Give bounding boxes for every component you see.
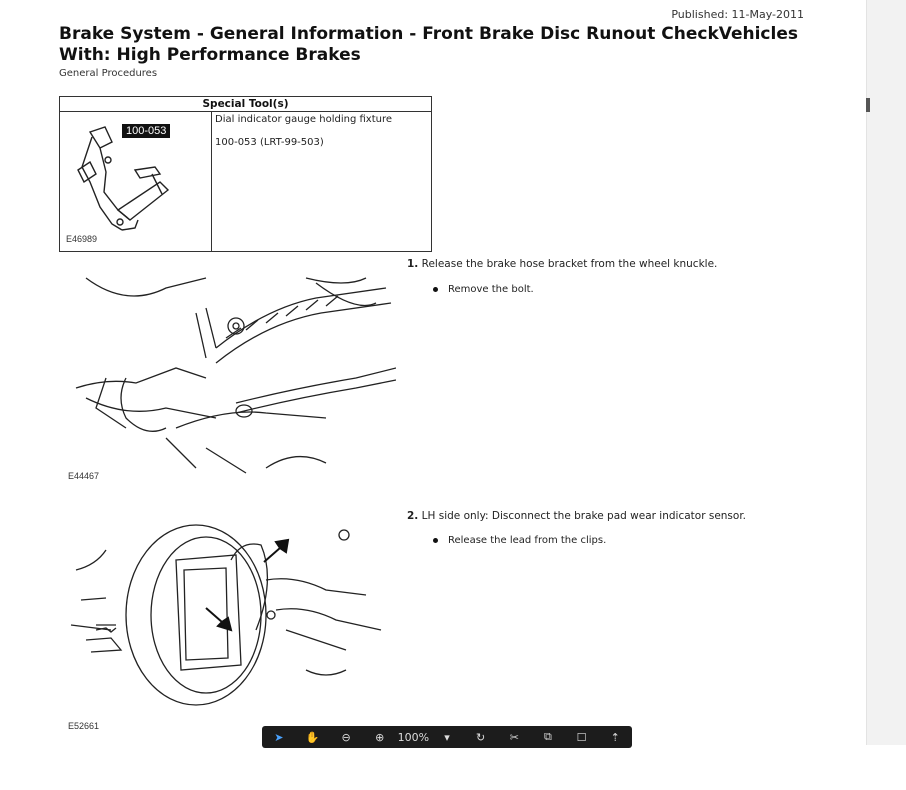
tool-part-number: 100-053 (LRT-99-503)	[215, 137, 324, 148]
step-1-bullet-text: Remove the bolt.	[448, 284, 534, 295]
special-tools-header: Special Tool(s)	[60, 97, 431, 112]
tool-description: Dial indicator gauge holding fixture	[215, 114, 392, 125]
viewer-toolbar: ➤ ✋ ⊖ ⊕ 100% ▾ ↻ ✂ ⧉ ☐ ⇡	[262, 726, 632, 748]
wear-sensor-illustration	[70, 524, 382, 706]
brake-hose-bracket-illustration	[75, 277, 396, 474]
zoom-in-icon[interactable]: ⊕	[375, 730, 385, 744]
scroll-thumb[interactable]	[866, 98, 870, 112]
step-1: 1. Release the brake hose bracket from t…	[407, 258, 717, 270]
page-subtitle: General Procedures	[59, 68, 158, 79]
copy-icon[interactable]: ⧉	[544, 730, 552, 743]
arrow-icon	[263, 538, 290, 563]
tool-figure-id: E46989	[66, 234, 98, 244]
step-1-text: Release the brake hose bracket from the …	[421, 258, 718, 270]
bullet-icon	[433, 537, 438, 543]
figure-2-id: E52661	[68, 721, 100, 731]
step-1-number: 1.	[407, 258, 419, 270]
step-2-bullet: Release the lead from the clips.	[433, 535, 606, 546]
document-page: Published: 11-May-2011 Brake System - Ge…	[59, 8, 804, 731]
tool-illustration	[77, 126, 170, 231]
zoom-out-icon[interactable]: ⊖	[341, 730, 351, 744]
chevron-down-icon[interactable]: ▾	[444, 730, 450, 744]
tool-number-badge: 100-053	[122, 124, 171, 138]
step-2-number: 2.	[407, 510, 419, 522]
right-scroll-panel[interactable]	[866, 0, 906, 745]
upload-icon[interactable]: ⇡	[610, 730, 620, 744]
special-tools-table: Special Tool(s) 100-053 E46989	[59, 96, 432, 252]
published-date: Published: 11-May-2011	[671, 8, 804, 21]
rotate-icon[interactable]: ↻	[476, 730, 486, 744]
zoom-level[interactable]: 100%	[397, 730, 430, 744]
cursor-icon[interactable]: ➤	[274, 730, 284, 744]
figure-1-id: E44467	[68, 471, 100, 481]
tool-description-cell: Dial indicator gauge holding fixture 100…	[212, 112, 430, 251]
hand-icon[interactable]: ✋	[305, 730, 320, 744]
bullet-icon	[433, 286, 438, 292]
step-2-bullet-text: Release the lead from the clips.	[448, 535, 607, 546]
share-icon[interactable]: ☐	[576, 730, 587, 744]
step-2-text: LH side only: Disconnect the brake pad w…	[421, 510, 747, 522]
crop-icon[interactable]: ✂	[509, 730, 519, 744]
page-title: Brake System - General Information - Fro…	[59, 24, 798, 65]
tool-illustration-cell: 100-053 E46989	[60, 112, 212, 251]
arrow-icon	[205, 607, 233, 632]
step-1-bullet: Remove the bolt.	[433, 284, 534, 295]
step-2: 2. LH side only: Disconnect the brake pa…	[407, 510, 746, 522]
